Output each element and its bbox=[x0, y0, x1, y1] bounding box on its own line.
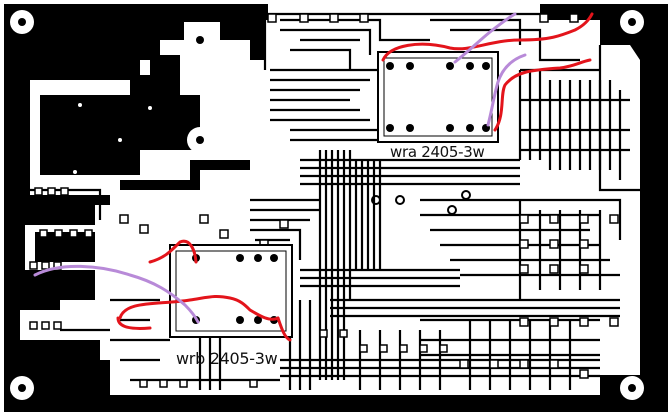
relay-module-a bbox=[377, 51, 499, 143]
vias bbox=[73, 103, 232, 262]
red-wire bbox=[118, 295, 280, 321]
module-a-label: wra 2405-3w bbox=[390, 143, 485, 161]
purple-wire bbox=[33, 264, 200, 324]
red-wire bbox=[276, 316, 292, 342]
mounting-holes bbox=[10, 10, 644, 400]
module-b-label: wrb 2405-3w bbox=[176, 349, 278, 368]
pads bbox=[29, 13, 619, 388]
relay-module-b bbox=[169, 244, 293, 338]
holes bbox=[371, 190, 471, 215]
red-wire bbox=[381, 12, 594, 62]
red-wire bbox=[148, 239, 198, 264]
purple-wires bbox=[33, 12, 527, 324]
red-wires bbox=[116, 12, 594, 342]
red-wire bbox=[116, 316, 152, 330]
purple-wire bbox=[453, 12, 517, 64]
purple-wire bbox=[486, 53, 527, 127]
red-wire bbox=[493, 58, 592, 132]
